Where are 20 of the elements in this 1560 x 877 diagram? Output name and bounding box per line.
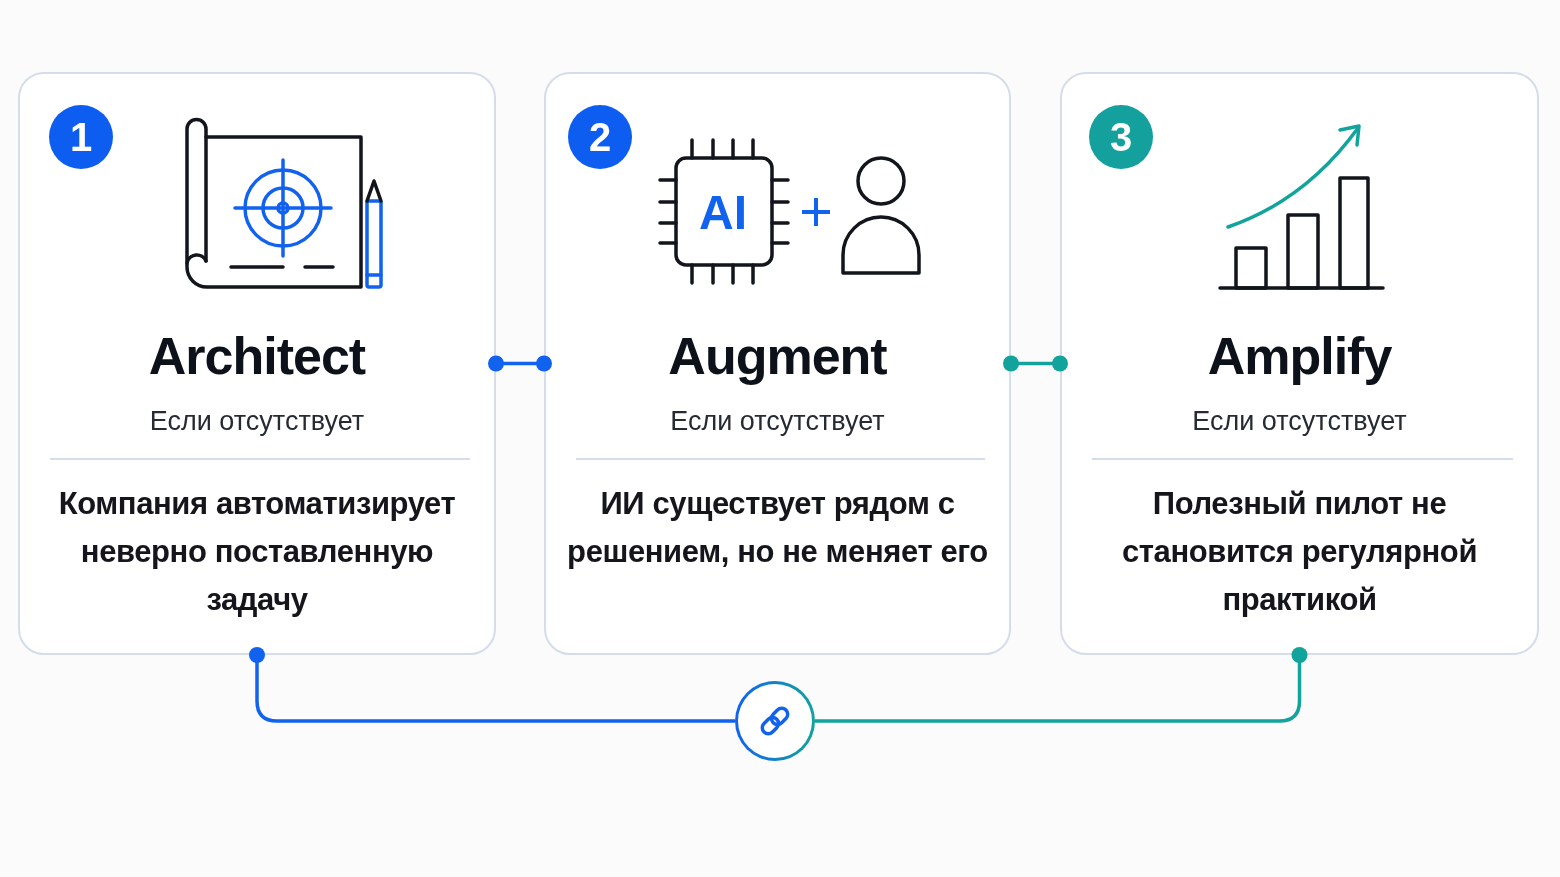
number-badge: 2	[568, 105, 632, 169]
card-description: ИИ существует рядом с решением, но не меняет его	[566, 485, 989, 571]
connector-line	[488, 355, 552, 372]
card-description: Компания автоматизирует неверно поставленную задачу	[57, 485, 457, 619]
connector-line	[815, 647, 1308, 723]
number-badge: 1	[49, 105, 113, 169]
card-title: Architect	[148, 326, 366, 386]
card-subtitle: Если отсутствует	[149, 405, 365, 438]
card-title: Amplify	[1207, 326, 1392, 386]
chip-label: AI	[699, 189, 747, 237]
step-card	[18, 72, 496, 655]
card-title: Augment	[668, 326, 887, 386]
connector-line	[1003, 355, 1068, 372]
card-subtitle: Если отсутствует	[1192, 405, 1407, 438]
step-card	[1060, 72, 1539, 655]
connector-line	[249, 647, 735, 723]
card-description: Полезный пилот не становится регулярной практикой	[1120, 485, 1479, 619]
step-card	[544, 72, 1011, 655]
card-subtitle: Если отсутствует	[670, 405, 885, 438]
number-badge: 3	[1089, 105, 1153, 169]
